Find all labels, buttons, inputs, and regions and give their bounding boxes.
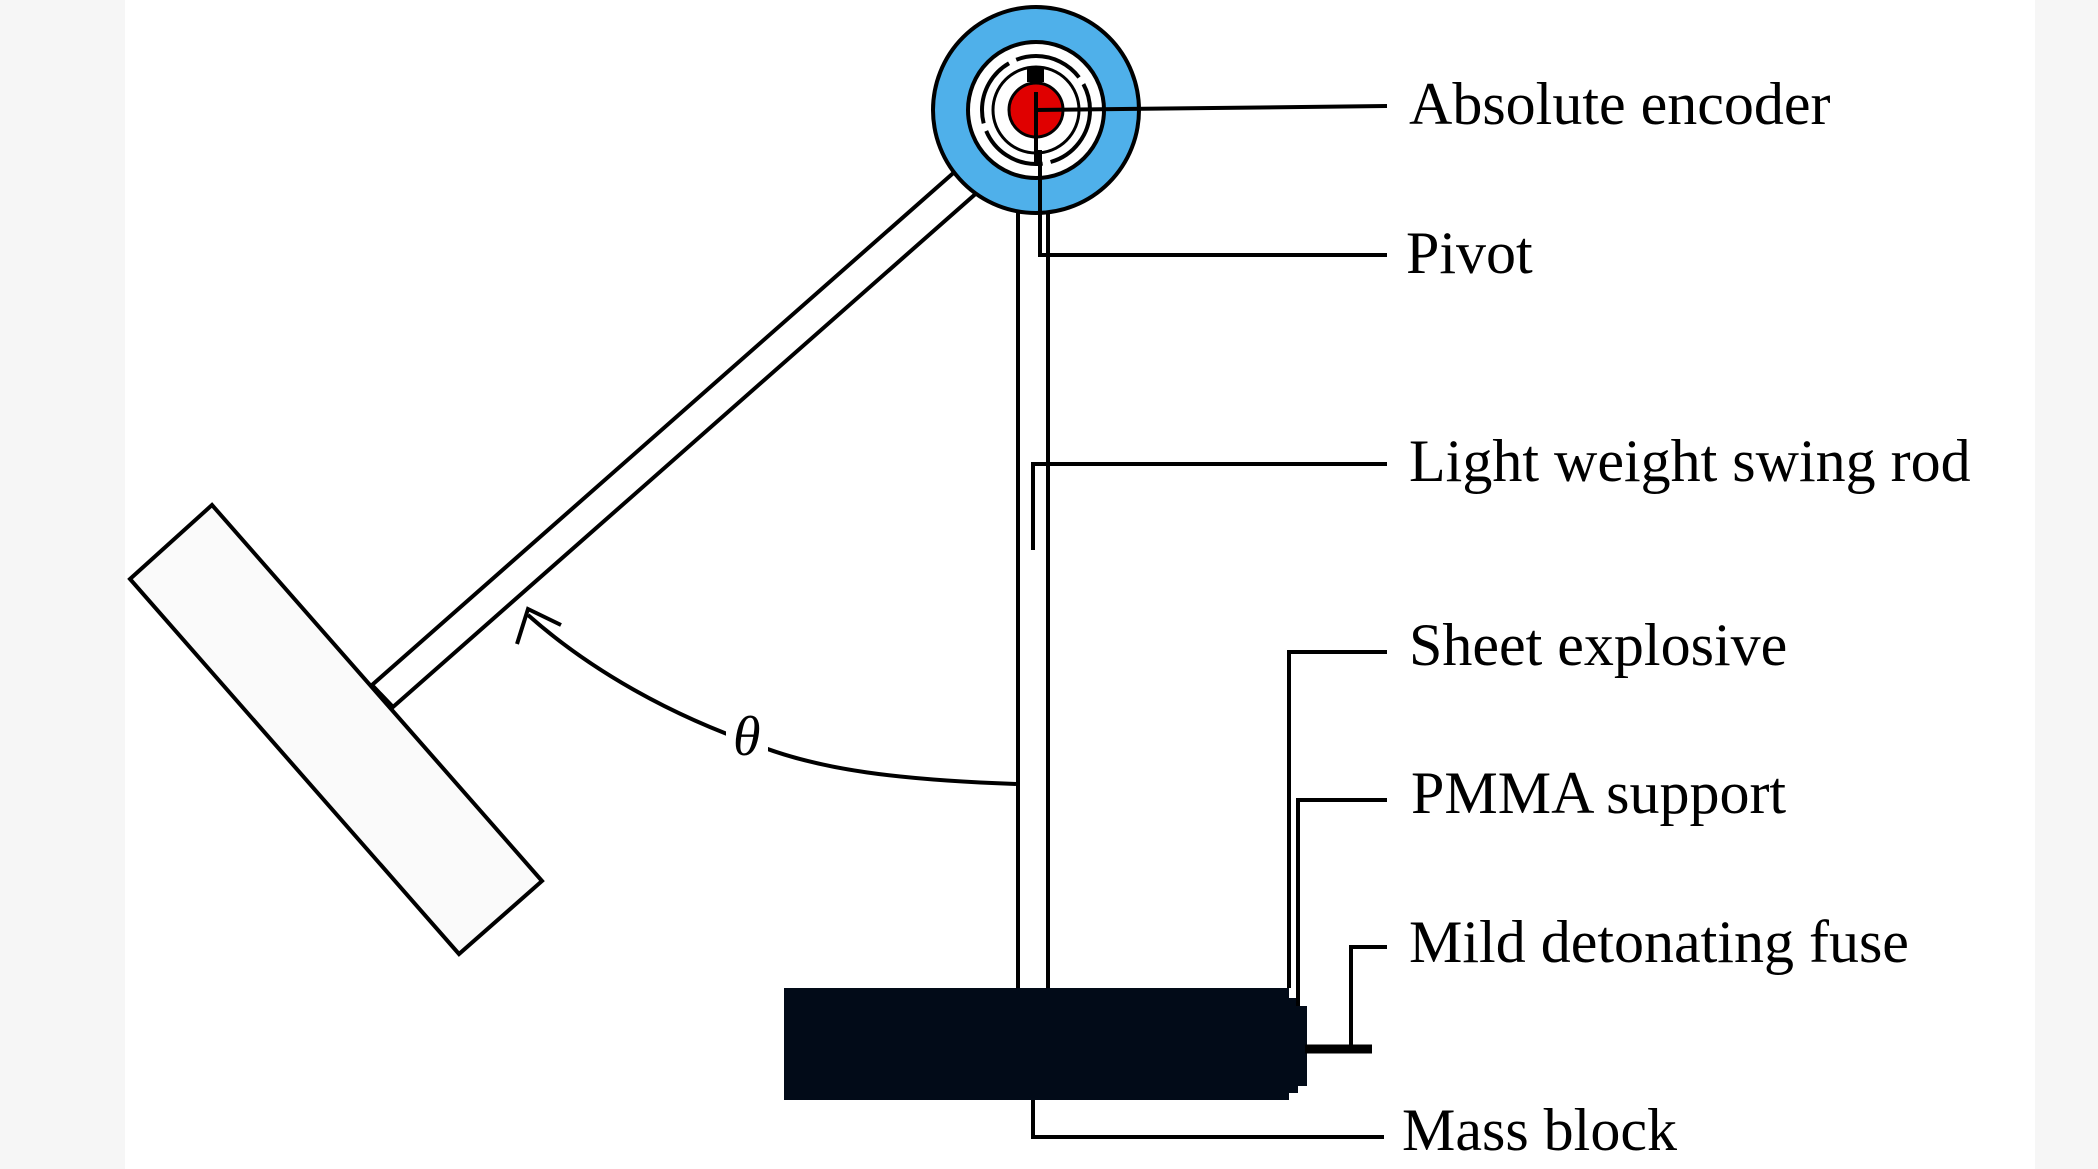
label-mass-block: Mass block bbox=[1402, 1097, 1677, 1163]
angle-label-backing bbox=[726, 700, 768, 760]
pmma-support bbox=[1298, 1006, 1307, 1086]
swung-rod bbox=[369, 165, 983, 710]
swing-rod bbox=[1016, 163, 1050, 997]
label-sheet-explosive: Sheet explosive bbox=[1409, 612, 1787, 678]
label-detonating-fuse: Mild detonating fuse bbox=[1409, 909, 1909, 975]
label-pivot: Pivot bbox=[1406, 220, 1533, 286]
encoder-key bbox=[1027, 68, 1044, 82]
label-absolute-encoder: Absolute encoder bbox=[1409, 71, 1831, 137]
right-margin bbox=[2035, 0, 2098, 1169]
leader-sheet-explosive bbox=[1287, 650, 1387, 988]
sheet-explosive bbox=[1289, 998, 1298, 1093]
leader-pivot bbox=[1038, 150, 1387, 257]
leader-mass-block bbox=[1031, 1100, 1384, 1139]
angle-arc bbox=[526, 613, 1017, 786]
label-swing-rod: Light weight swing rod bbox=[1409, 428, 1971, 494]
arrowhead-icon bbox=[515, 606, 562, 645]
label-pmma-support: PMMA support bbox=[1411, 760, 1786, 826]
left-margin bbox=[0, 0, 125, 1169]
leader-absolute-encoder bbox=[1035, 104, 1388, 112]
leader-pmma-support bbox=[1296, 798, 1387, 1006]
swung-mass-plate bbox=[127, 502, 545, 957]
leader-swing-rod bbox=[1031, 462, 1387, 550]
mass-block bbox=[784, 988, 1289, 1100]
angle-label: θ bbox=[733, 706, 761, 768]
leader-detonating-fuse bbox=[1349, 945, 1387, 1049]
